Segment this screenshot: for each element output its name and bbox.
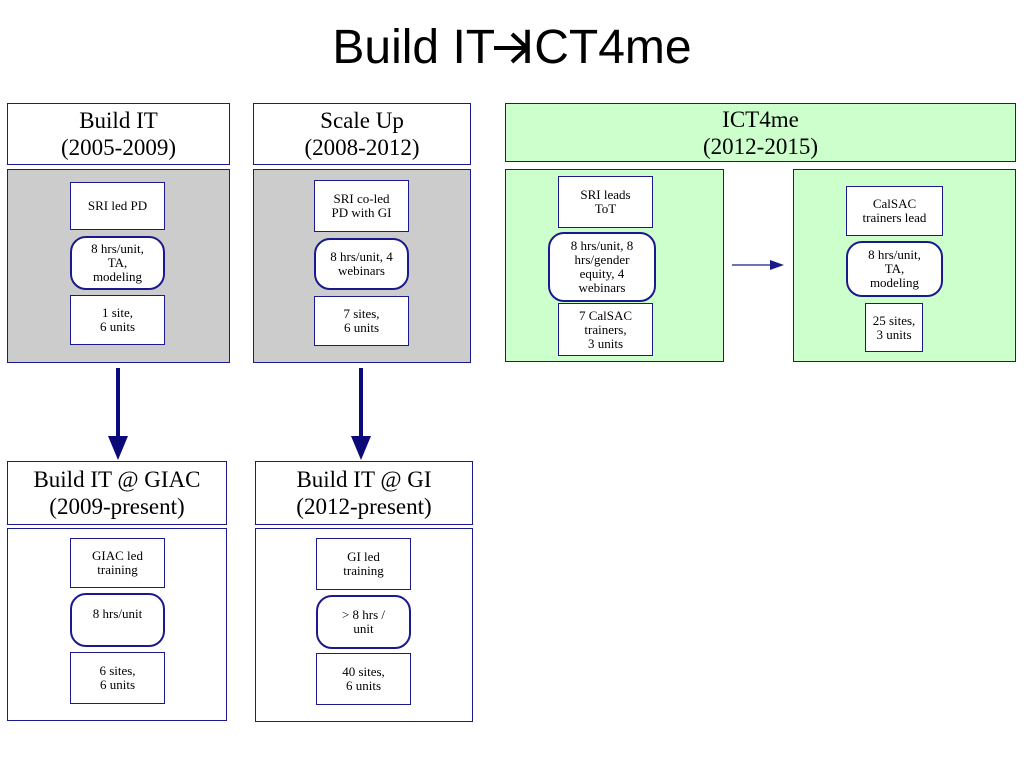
giac-years: (2009-present): [49, 494, 185, 519]
giac-hours-box: 8 hrs/unit: [70, 593, 165, 647]
gi-years: (2012-present): [296, 494, 432, 519]
build-it-years: (2005-2009): [61, 135, 176, 160]
build-it-led-box: SRI led PD: [70, 182, 165, 230]
ict4me-calsac-sites-box: 25 sites, 3 units: [865, 303, 923, 352]
tot-to-calsac-arrow: [732, 260, 784, 270]
scale-up-led-box: SRI co-led PD with GI: [314, 180, 409, 232]
scale-up-to-gi-arrow: [351, 368, 371, 460]
scale-up-hours-box: 8 hrs/unit, 4 webinars: [314, 238, 409, 290]
ict4me-trainers-box: 7 CalSAC trainers, 3 units: [558, 303, 653, 356]
giac-name: Build IT @ GIAC: [33, 467, 201, 492]
build-it-hours-box: 8 hrs/unit, TA, modeling: [70, 236, 165, 290]
scale-up-sites-box: 7 sites, 6 units: [314, 296, 409, 346]
gi-hours-box: > 8 hrs / unit: [316, 595, 411, 649]
giac-led-box: GIAC led training: [70, 538, 165, 588]
ict4me-name: ICT4me: [722, 106, 799, 132]
arrow-right-icon: [494, 32, 530, 64]
giac-header: Build IT @ GIAC (2009-present): [7, 461, 227, 525]
build-it-header: Build IT (2005-2009): [7, 103, 230, 165]
ict4me-hours-box: 8 hrs/unit, 8 hrs/gender equity, 4 webin…: [548, 232, 656, 302]
scale-up-header: Scale Up (2008-2012): [253, 103, 471, 165]
ict4me-header: ICT4me (2012-2015): [505, 103, 1016, 162]
scale-up-years: (2008-2012): [304, 135, 420, 160]
ict4me-calsac-hours-box: 8 hrs/unit, TA, modeling: [846, 241, 943, 297]
ict4me-calsac-lead-box: CalSAC trainers lead: [846, 186, 943, 236]
ict4me-years: (2012-2015): [703, 133, 818, 159]
build-it-sites-box: 1 site, 6 units: [70, 295, 165, 345]
slide-title: Build IT ICT4me: [0, 16, 1024, 80]
scale-up-name: Scale Up: [320, 108, 404, 133]
gi-sites-box: 40 sites, 6 units: [316, 653, 411, 705]
gi-header: Build IT @ GI (2012-present): [255, 461, 473, 525]
build-it-name: Build IT: [79, 108, 158, 133]
gi-led-box: GI led training: [316, 538, 411, 590]
gi-name: Build IT @ GI: [296, 467, 432, 492]
giac-sites-box: 6 sites, 6 units: [70, 652, 165, 704]
build-it-to-giac-arrow: [108, 368, 128, 460]
title-text: Build IT ICT4me: [332, 21, 692, 74]
ict4me-tot-box: SRI leads ToT: [558, 176, 653, 228]
